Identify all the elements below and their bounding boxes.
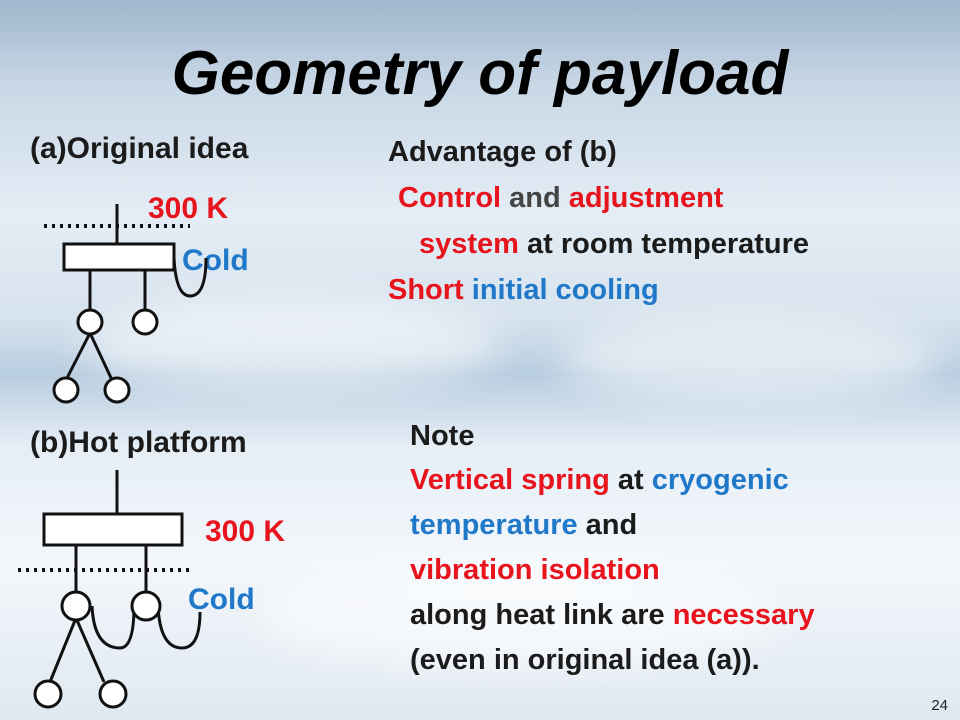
advantage-line-2: system at room temperature (419, 228, 948, 261)
background-cloud (260, 560, 780, 670)
suspension-wire (74, 617, 106, 683)
note-l3-a: vibration isolation (410, 554, 660, 586)
slide-title: Geometry of payload (171, 39, 789, 108)
mirror-mass (33, 679, 63, 709)
advantage-l2-a: system (419, 228, 519, 260)
note-l1-a: Vertical spring (410, 464, 610, 496)
note-l1-c: cryogenic (651, 464, 789, 496)
mirror-mass (98, 679, 128, 709)
suspension-wire (48, 617, 78, 683)
mirror-mass (103, 376, 131, 404)
heat-link (172, 257, 208, 298)
note-line-4: along heat link are necessary (410, 599, 950, 632)
background-cloud (560, 320, 940, 400)
note-l5-a: (even in original idea (a)). (410, 644, 760, 676)
mirror-mass (76, 308, 104, 336)
note-line-2: temperature and (410, 509, 950, 542)
diagram-b-label: (b)Hot platform (30, 426, 247, 459)
diagram-a-cold-label: Cold (182, 244, 249, 277)
heat-link (90, 605, 136, 650)
suspension-wire (64, 332, 92, 381)
suspension-wire (88, 332, 114, 381)
diagram-b-warm-label: 300 K (205, 515, 286, 548)
note-heading: Note (410, 420, 475, 452)
note-line-3: vibration isolation (410, 554, 950, 587)
note-l4-a: along heat link are (410, 599, 673, 631)
note-l4-b: necessary (672, 599, 815, 631)
advantage-l3-b: initial cooling (463, 274, 659, 306)
diagram-b (18, 470, 202, 709)
advantage-block: Advantage of (b) Control and adjustment … (388, 136, 948, 316)
mirror-mass (52, 376, 80, 404)
mirror-mass (130, 590, 162, 622)
advantage-l1-b: and (501, 182, 569, 214)
advantage-l1-c: adjustment (568, 182, 724, 214)
note-l2-a: temperature (410, 509, 578, 541)
diagram-a-label: (a)Original idea (30, 132, 249, 165)
advantage-line-3: Short initial cooling (388, 274, 948, 307)
platform (62, 242, 176, 272)
advantage-heading: Advantage of (b) (388, 136, 617, 168)
note-l1-b: at (609, 464, 652, 496)
note-line-1: Vertical spring at cryogenic (410, 464, 950, 497)
diagram-a-warm-label: 300 K (148, 192, 229, 225)
mirror-mass (60, 590, 92, 622)
note-block: Note Vertical spring at cryogenic temper… (410, 420, 950, 690)
advantage-l1-a: Control (398, 182, 502, 214)
advantage-line-1: Control and adjustment (398, 182, 948, 215)
note-line-5: (even in original idea (a)). (410, 644, 950, 677)
advantage-l3-a: Short (388, 274, 464, 306)
diagram-b-cold-label: Cold (188, 583, 255, 616)
heat-link (156, 605, 202, 650)
diagram-a (44, 204, 208, 404)
page-number: 24 (931, 697, 948, 714)
platform (42, 512, 184, 547)
note-l2-b: and (577, 509, 638, 541)
mirror-mass (131, 308, 159, 336)
advantage-l2-b: at room temperature (518, 228, 810, 260)
